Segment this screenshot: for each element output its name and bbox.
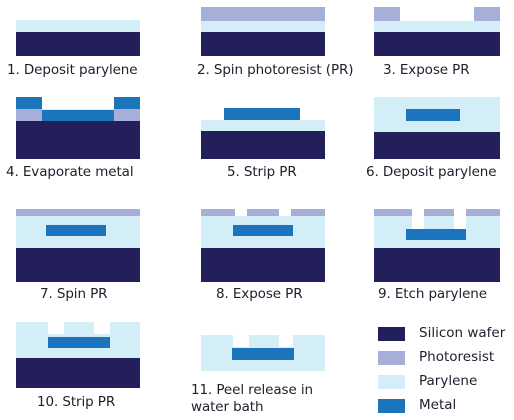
step-11-parylene-3 xyxy=(293,335,325,347)
step-11-caption-line-2: water bath xyxy=(191,399,264,415)
step-7-silicon-wafer xyxy=(16,248,140,282)
step-8-photoresist-1 xyxy=(201,209,235,216)
legend-swatch-metal xyxy=(378,399,405,413)
step-1-caption: 1. Deposit parylene xyxy=(7,62,138,78)
step-3-photoresist-right xyxy=(474,7,500,21)
step-1-silicon-wafer xyxy=(16,32,140,56)
step-9-parylene-base xyxy=(374,236,500,248)
legend-label-parylene: Parylene xyxy=(419,373,478,389)
step-10-parylene-1 xyxy=(16,322,48,334)
step-1-parylene xyxy=(16,20,140,32)
legend-label-silicon-wafer: Silicon wafer xyxy=(419,325,506,341)
step-9-silicon-wafer xyxy=(374,248,500,282)
step-4-caption: 4. Evaporate metal xyxy=(6,164,134,180)
step-9-photoresist-3 xyxy=(466,209,500,216)
step-10-caption: 10. Strip PR xyxy=(37,394,116,410)
step-9-photoresist-2 xyxy=(424,209,454,216)
step-7-photoresist xyxy=(16,209,140,216)
step-11-metal xyxy=(232,348,294,360)
legend-swatch-photoresist xyxy=(378,351,405,365)
legend-swatch-parylene xyxy=(378,375,405,389)
step-7-metal xyxy=(46,225,106,236)
step-4-metal-center xyxy=(42,110,114,121)
step-4-metal-right xyxy=(114,97,140,109)
step-5-parylene xyxy=(201,120,325,131)
step-8-metal xyxy=(233,225,293,236)
step-5-silicon-wafer xyxy=(201,131,325,159)
step-2-silicon-wafer xyxy=(201,32,325,56)
step-10-silicon-wafer xyxy=(16,358,140,388)
step-10-parylene-2 xyxy=(64,322,94,334)
legend-swatch-silicon-wafer xyxy=(378,327,405,341)
step-4-silicon-wafer xyxy=(16,121,140,159)
step-3-photoresist-left xyxy=(374,7,400,21)
step-11-parylene-2 xyxy=(249,335,279,347)
step-9-metal xyxy=(406,229,466,240)
step-8-caption: 8. Expose PR xyxy=(216,286,303,302)
step-6-caption: 6. Deposit parylene xyxy=(366,164,497,180)
step-11-caption-line-1: 11. Peel release in xyxy=(191,382,313,398)
step-4-metal-left xyxy=(16,97,42,109)
step-8-photoresist-2 xyxy=(247,209,279,216)
step-8-silicon-wafer xyxy=(201,248,325,282)
step-9-photoresist-1 xyxy=(374,209,412,216)
step-5-metal xyxy=(224,108,300,120)
step-2-photoresist xyxy=(201,7,325,21)
step-9-caption: 9. Etch parylene xyxy=(378,286,487,302)
step-3-silicon-wafer xyxy=(374,32,500,56)
step-10-parylene-3 xyxy=(110,322,140,334)
step-11-parylene-1 xyxy=(201,335,233,347)
step-6-metal xyxy=(406,109,460,121)
step-5-caption: 5. Strip PR xyxy=(227,164,297,180)
step-3-parylene xyxy=(374,21,500,32)
step-8-photoresist-3 xyxy=(291,209,325,216)
step-6-silicon-wafer xyxy=(374,132,500,159)
legend-label-metal: Metal xyxy=(419,397,457,413)
step-10-metal xyxy=(48,337,110,348)
step-4-photoresist-left xyxy=(16,109,42,121)
step-3-caption: 3. Expose PR xyxy=(383,62,470,78)
step-2-caption: 2. Spin photoresist (PR) xyxy=(197,62,354,78)
step-7-caption: 7. Spin PR xyxy=(40,286,108,302)
step-4-photoresist-right xyxy=(114,109,140,121)
step-2-parylene xyxy=(201,21,325,32)
legend-label-photoresist: Photoresist xyxy=(419,349,495,365)
